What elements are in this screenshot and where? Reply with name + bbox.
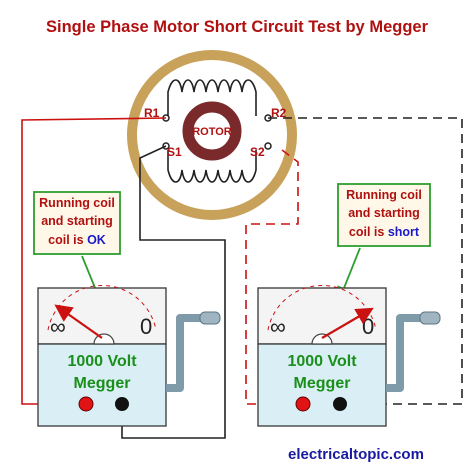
- left-note-line2: and starting: [41, 214, 113, 228]
- megger-right-crank[interactable]: [386, 314, 426, 392]
- stator-ring: [127, 50, 297, 220]
- megger-right-line1: 1000 Volt: [287, 353, 357, 370]
- megger-left-scale-arc: [47, 285, 157, 331]
- megger-left-needle: [54, 304, 103, 339]
- starting-coil: [167, 150, 257, 183]
- megger-right-line2: Megger: [294, 375, 351, 392]
- megger-right-pivot: [311, 333, 333, 345]
- page-title: Single Phase Motor Short Circuit Test by…: [46, 18, 429, 36]
- running-coil: [167, 79, 257, 116]
- terminal-r1-label: R1: [144, 106, 160, 120]
- right-note-box: [337, 183, 431, 247]
- megger-right-body: [257, 343, 387, 427]
- left-note-prefix: coil is: [48, 233, 87, 247]
- left-note-box: [33, 191, 121, 255]
- right-note-prefix: coil is: [349, 225, 388, 239]
- terminal-s2-label: S2: [250, 145, 265, 159]
- megger-left: ∞ 0 1000 Volt Megger: [37, 285, 221, 427]
- left-note-line1: Running coil: [39, 196, 115, 210]
- megger-left-line1: 1000 Volt: [67, 353, 137, 370]
- rotor-label: ROTOR: [192, 126, 232, 138]
- megger-left-zero: 0: [140, 314, 152, 339]
- megger-right-red-terminal[interactable]: [295, 396, 311, 412]
- megger-left-infinity: ∞: [50, 314, 66, 339]
- terminal-s2-dot: [264, 142, 272, 150]
- megger-left-crank[interactable]: [166, 314, 206, 392]
- wire-s1-left: [121, 145, 226, 439]
- right-note-line1: Running coil: [346, 188, 422, 202]
- wire-s2-right: [245, 149, 299, 405]
- megger-right-needle: [321, 307, 374, 339]
- left-note-status: OK: [87, 233, 106, 247]
- megger-left-body: [37, 343, 167, 427]
- footer-site-label: electricaltopic.com: [288, 446, 424, 463]
- megger-right-infinity: ∞: [270, 314, 286, 339]
- wire-r2-right: [268, 117, 463, 405]
- megger-right-black-terminal[interactable]: [333, 397, 347, 411]
- right-note-status: short: [388, 225, 420, 239]
- megger-right-crank-handle[interactable]: [419, 311, 441, 325]
- left-note-line3: coil is OK: [48, 233, 106, 247]
- right-note-line3: coil is short: [349, 225, 420, 239]
- terminal-s1-label: S1: [167, 145, 182, 159]
- right-note-line2: and starting: [348, 206, 420, 220]
- megger-left-crank-handle[interactable]: [199, 311, 221, 325]
- megger-right: ∞ 0 1000 Volt Megger: [257, 285, 441, 427]
- megger-left-black-terminal[interactable]: [115, 397, 129, 411]
- megger-left-red-terminal[interactable]: [78, 396, 94, 412]
- rotor: [182, 101, 242, 161]
- megger-left-line2: Megger: [74, 375, 131, 392]
- megger-right-zero: 0: [362, 314, 374, 339]
- terminal-r2-label: R2: [271, 106, 287, 120]
